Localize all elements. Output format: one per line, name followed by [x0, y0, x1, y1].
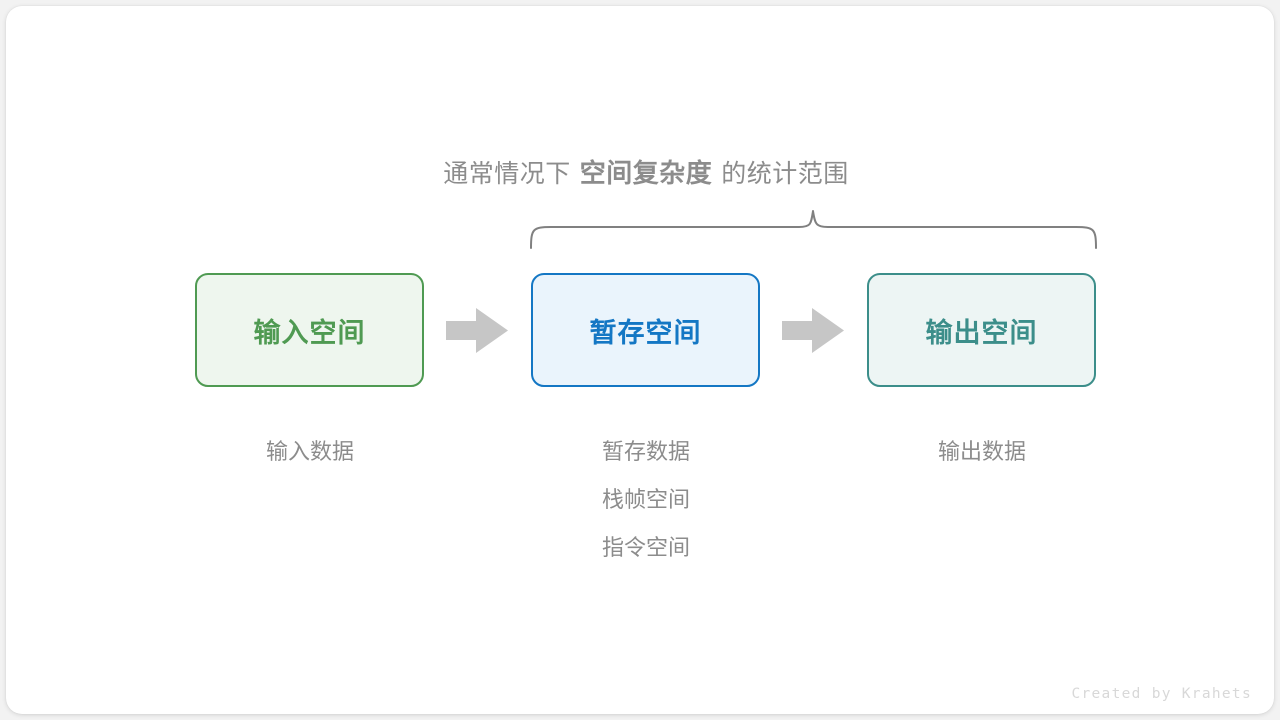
box-temp-space[interactable]: 暂存空间	[531, 273, 760, 387]
watermark: Created by Krahets	[1071, 686, 1252, 702]
caption-text: 输出数据	[937, 439, 1026, 464]
right-arrow-icon	[446, 308, 508, 353]
headline-emphasis: 空间复杂度	[579, 158, 713, 188]
output-captions: 输出数据	[832, 428, 1132, 476]
slide-card: 通常情况下空间复杂度的统计范围 输入空间 暂存空间 输出空间 输入数据 暂存数据	[6, 6, 1274, 714]
caption-text: 暂存数据	[601, 439, 690, 464]
caption-text: 栈帧空间	[601, 487, 690, 512]
caption-text: 输入数据	[265, 439, 354, 464]
box-temp-space-label: 暂存空间	[589, 317, 702, 348]
headline-prefix: 通常情况下	[443, 160, 571, 188]
curly-brace-icon	[530, 210, 1097, 249]
box-input-space[interactable]: 输入空间	[195, 273, 424, 387]
caption-text: 指令空间	[601, 535, 690, 560]
box-output-space-label: 输出空间	[925, 317, 1038, 348]
input-captions: 输入数据	[160, 428, 460, 476]
headline-suffix: 的统计范围	[721, 160, 849, 188]
box-output-space[interactable]: 输出空间	[867, 273, 1096, 387]
box-input-space-label: 输入空间	[253, 317, 366, 348]
temp-captions: 暂存数据 栈帧空间 指令空间	[496, 428, 796, 572]
headline: 通常情况下空间复杂度的统计范围	[6, 156, 1280, 191]
right-arrow-icon	[782, 308, 844, 353]
